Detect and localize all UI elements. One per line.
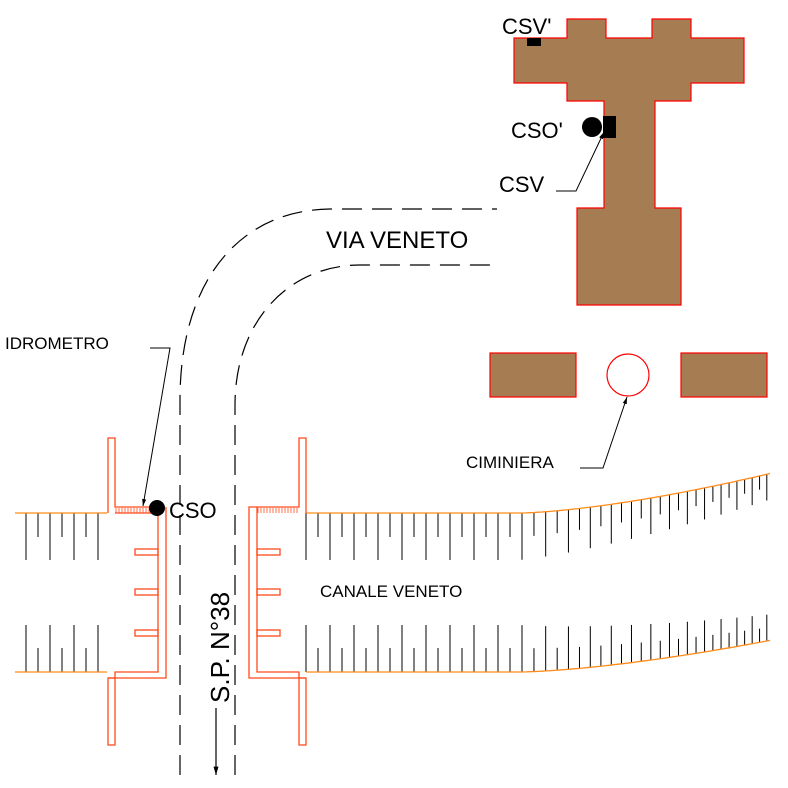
chimney	[606, 353, 650, 397]
bridge-right	[248, 437, 307, 746]
sp38-label: S.P. N°38	[205, 592, 235, 703]
bridge-left	[107, 437, 167, 746]
csv-prime-label: CSV'	[502, 14, 551, 39]
cso-prime-marker	[582, 117, 602, 137]
cso-label: CSO	[169, 498, 217, 523]
canale-veneto-label: CANALE VENETO	[320, 582, 462, 601]
road-edge-right	[234, 264, 497, 775]
canal-bank-bottom	[15, 639, 771, 673]
building-right	[680, 352, 768, 398]
canal-bank-top	[15, 472, 771, 514]
bank-hatching	[25, 474, 768, 672]
via-veneto-label: VIA VENETO	[326, 227, 468, 254]
csv-prime-marker	[527, 38, 541, 46]
csv-leader	[556, 131, 605, 192]
building-left	[489, 352, 577, 398]
ciminiera-leader	[580, 396, 628, 469]
cso-marker	[149, 500, 165, 516]
idrometro-label: IDROMETRO	[5, 334, 109, 353]
csv-label: CSV	[499, 172, 545, 197]
road-edge-left	[179, 208, 497, 775]
csv-marker	[603, 116, 616, 138]
idrometro-leader	[142, 347, 171, 507]
cso-prime-label: CSO'	[511, 118, 563, 143]
ciminiera-label: CIMINIERA	[466, 453, 555, 472]
main-building	[513, 18, 745, 306]
